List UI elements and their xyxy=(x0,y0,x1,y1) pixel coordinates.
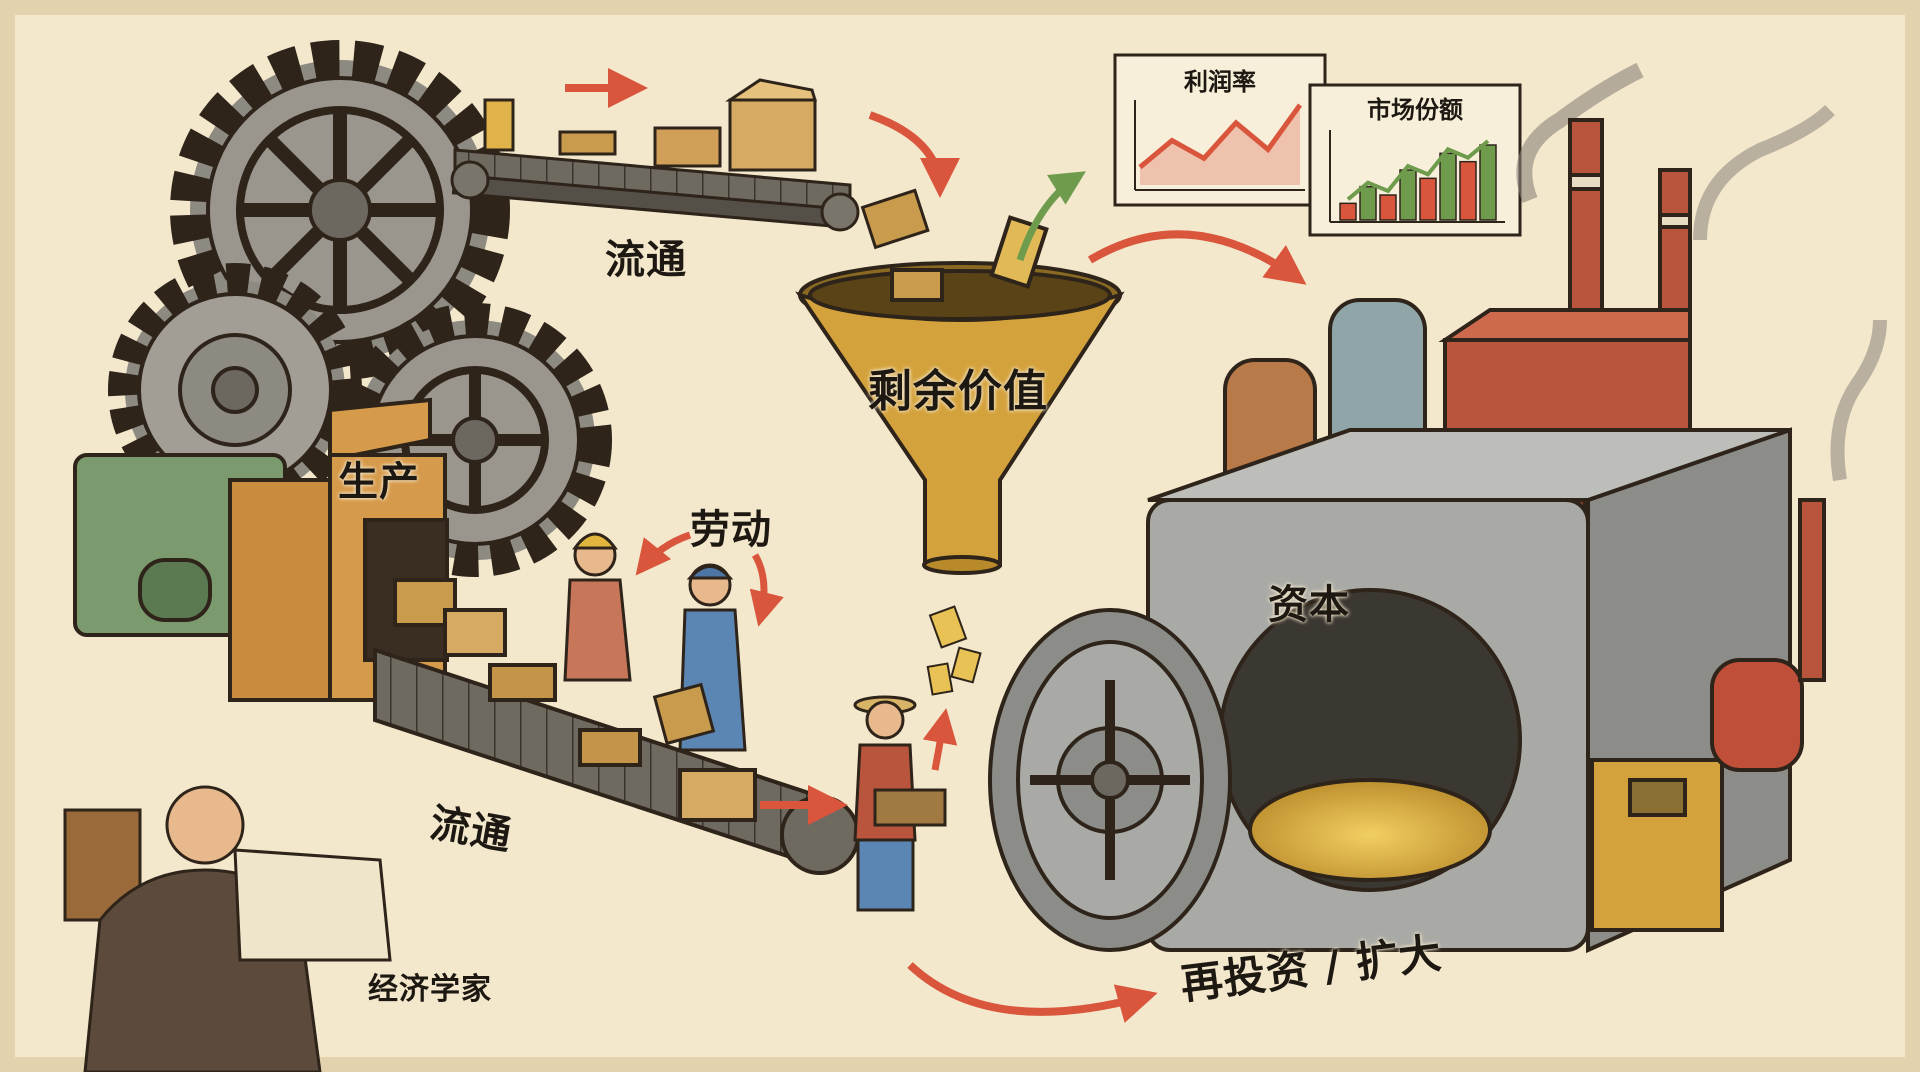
farmer-icon xyxy=(853,695,947,912)
share-bar xyxy=(1359,185,1377,221)
share-bar xyxy=(1479,144,1497,221)
share-bar xyxy=(1419,177,1437,221)
worker-box-icon xyxy=(652,563,747,752)
profit-area xyxy=(1140,105,1300,185)
profit-line xyxy=(1138,103,1303,170)
drop-arrow xyxy=(868,111,960,198)
label-economist: 经济学家 xyxy=(368,972,492,1007)
label-surplus-value: 剩余价值 xyxy=(868,366,1048,417)
bottom-conveyor xyxy=(373,578,860,875)
label-circulation-top: 流通 xyxy=(605,237,687,283)
factory-icon xyxy=(1146,62,1887,954)
market-share-chart: 市场份额 xyxy=(1308,83,1522,237)
share-bar xyxy=(1399,169,1417,221)
labor-arrow-down xyxy=(749,553,784,627)
profit-rate-title: 利润率 xyxy=(1184,68,1256,96)
label-labor: 劳动 xyxy=(690,507,772,553)
funnel-icon xyxy=(795,215,1125,575)
label-capital: 资本 xyxy=(1268,582,1350,628)
share-bar xyxy=(1439,152,1457,221)
market-share-title: 市场份额 xyxy=(1367,96,1463,124)
mid-gear-icon xyxy=(108,263,362,517)
profit-green-arrow xyxy=(1016,171,1086,262)
labor-arrow-left xyxy=(635,531,692,576)
share-bar xyxy=(1459,160,1477,221)
profit-rate-chart: 利润率 xyxy=(1113,53,1327,207)
coin-stream-icon xyxy=(926,605,982,696)
share-trend-line xyxy=(1346,139,1490,201)
falling-box-icon xyxy=(860,188,930,250)
label-production: 生产 xyxy=(338,459,420,505)
vault-door-icon xyxy=(988,608,1232,952)
share-bar xyxy=(1339,202,1357,221)
farmer-up-arrow xyxy=(922,708,958,771)
capital-arrow xyxy=(1087,230,1307,285)
worker-clipboard-icon xyxy=(563,532,632,682)
economist-icon xyxy=(63,785,392,1072)
top-conveyor xyxy=(450,78,860,232)
share-bar xyxy=(1379,194,1397,221)
reinvest-arrow xyxy=(907,962,1158,1023)
